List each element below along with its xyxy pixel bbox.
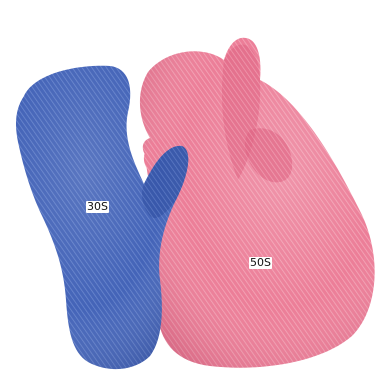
small-subunit-label: 30S [86,201,109,213]
large-subunit-shape [140,38,375,368]
large-subunit-label: 50S [249,257,272,269]
